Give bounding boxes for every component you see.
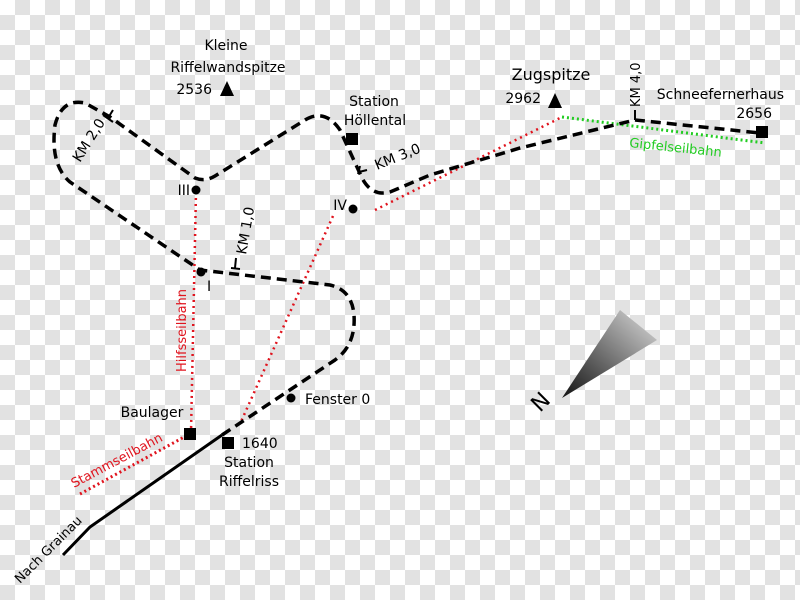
peak-kleine-line2: Riffelwandspitze <box>170 60 285 76</box>
station-riffelriss-alt: 1640 <box>242 436 278 452</box>
peak-kleine-icon <box>220 81 234 96</box>
stammseilbahn-label: Stammseilbahn <box>69 431 166 492</box>
peak-zugspitze: Zugspitze <box>512 65 591 84</box>
cable-iv-line <box>238 215 335 425</box>
track-solid <box>61 433 223 557</box>
hilfsseilbahn-line <box>189 191 198 433</box>
station-hoellental-line1: Station <box>349 94 399 110</box>
window-iv-icon <box>348 204 358 214</box>
peak-kleine-alt: 2536 <box>176 82 212 98</box>
hilfsseilbahn-label: Hilfsseilbahn <box>175 289 190 372</box>
stammseilbahn-line <box>79 434 187 496</box>
gipfelseilbahn-line <box>561 115 766 145</box>
peak-kleine-line1: Kleine <box>204 38 247 54</box>
nach-grainau-label: Nach Grainau <box>12 514 85 587</box>
km1-label: KM 1,0 <box>234 206 258 256</box>
window-iii-label: III <box>178 183 190 199</box>
window-iii-icon <box>191 185 201 195</box>
station-riffelriss-line2: Riffelriss <box>219 474 279 490</box>
gipfelseilbahn-label: Gipfelseilbahn <box>629 136 723 161</box>
peak-zugspitze-icon <box>548 93 562 108</box>
fenster0-icon <box>286 393 296 403</box>
window-i-label: I <box>207 279 211 295</box>
fenster0-label: Fenster 0 <box>305 392 370 408</box>
window-iv-label: IV <box>333 198 347 214</box>
station-hoellental-icon <box>346 133 358 145</box>
tunnel-track <box>52 100 761 437</box>
station-schneefernerhaus-icon <box>756 126 768 138</box>
km4-label: KM 4,0 <box>629 62 644 107</box>
station-schneefernerhaus: Schneefernerhaus <box>657 87 784 103</box>
compass-arrow-icon <box>562 310 657 398</box>
km2-label: KM 2,0 <box>70 116 109 165</box>
km3-label: KM 3,0 <box>373 141 423 174</box>
station-baulager-icon <box>184 428 196 440</box>
station-riffelriss-icon <box>222 437 234 449</box>
km-ticks <box>102 109 636 270</box>
window-i-icon <box>196 267 206 277</box>
station-riffelriss-line1: Station <box>224 455 274 471</box>
station-baulager: Baulager <box>121 405 184 421</box>
station-hoellental-line2: Höllental <box>344 113 406 129</box>
station-schneefernerhaus-alt: 2656 <box>736 106 772 122</box>
compass-n-label: N <box>527 388 556 417</box>
peak-zugspitze-alt: 2962 <box>505 91 541 107</box>
